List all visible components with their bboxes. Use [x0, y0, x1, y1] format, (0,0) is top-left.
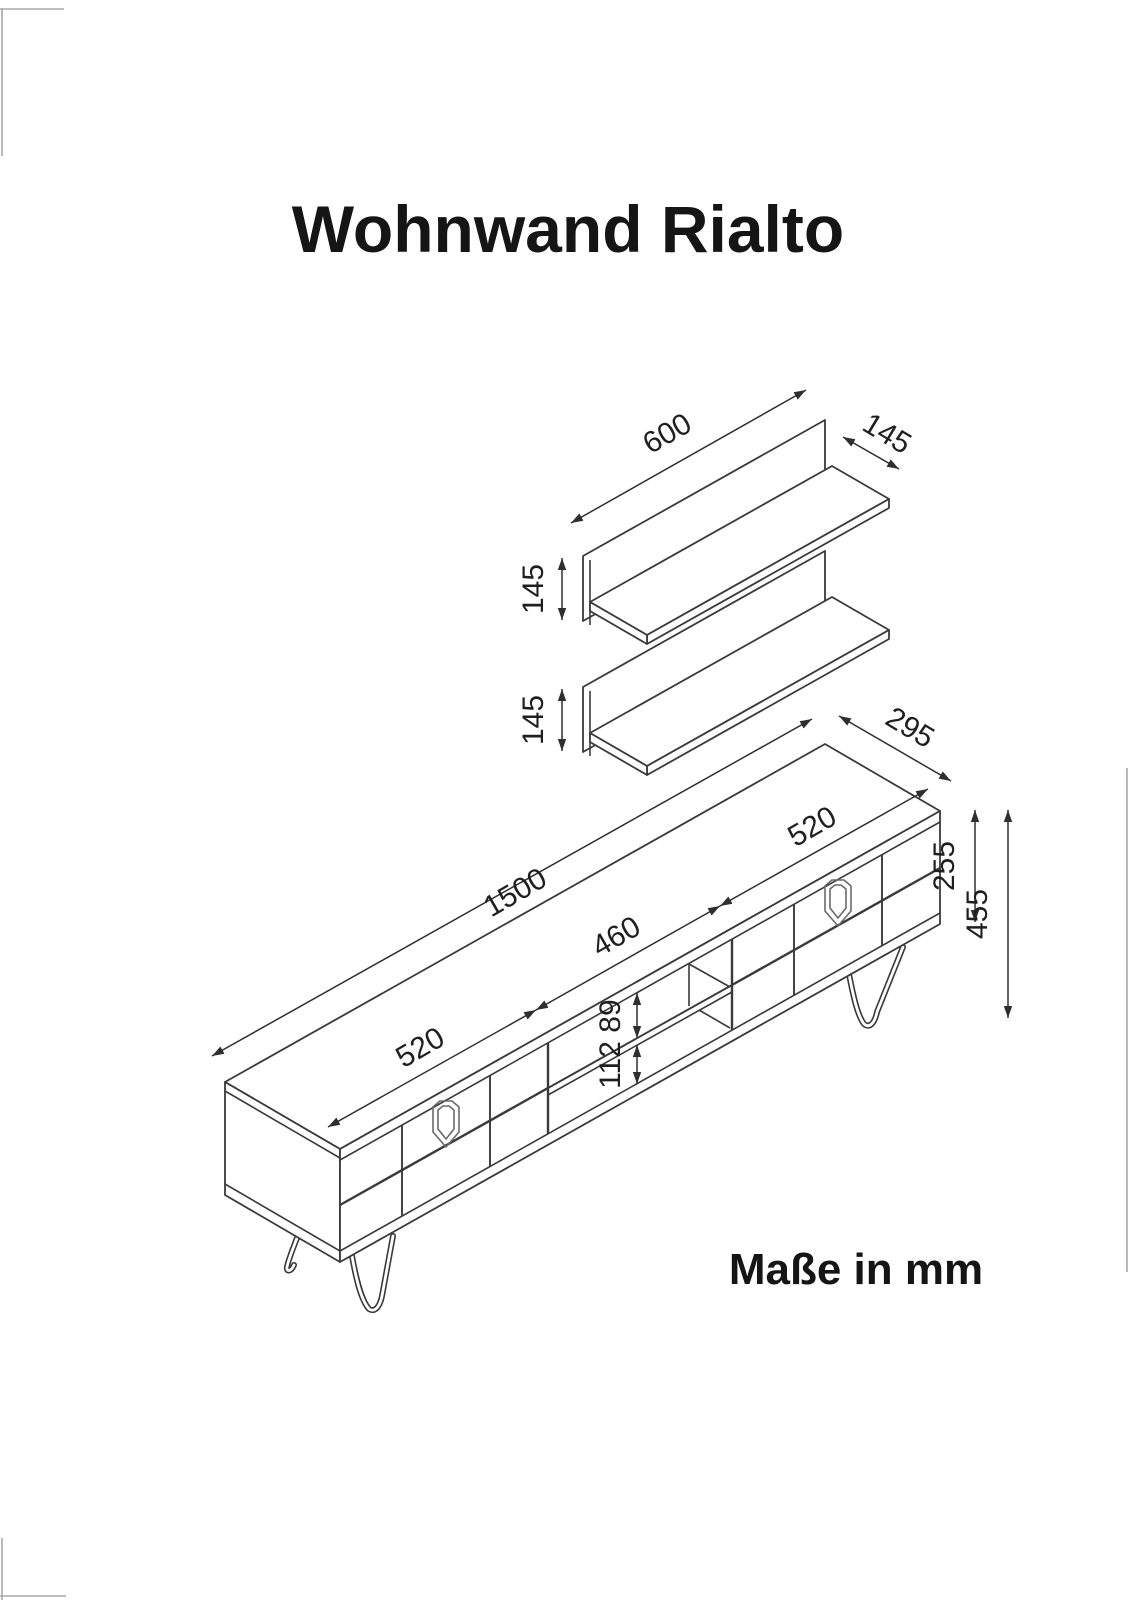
dim-shelf-length: 600 [637, 407, 697, 461]
scan-artifacts [0, 8, 1128, 1600]
dim-total-height: 455 [961, 889, 994, 939]
units-note: Maße in mm [729, 1245, 983, 1294]
dim-shelf-upper-height: 145 [517, 564, 550, 614]
dim-open-lower-height: 112 [594, 1041, 627, 1089]
dim-carcass-height: 255 [928, 841, 961, 891]
dim-board-depth: 295 [880, 701, 940, 755]
hairpin-leg-back-left [283, 1235, 300, 1274]
dim-open-upper-height: 89 [594, 999, 627, 1032]
dim-shelf-depth: 145 [857, 407, 917, 461]
drawing-title: Wohnwand Rialto [292, 192, 844, 266]
dim-shelf-lower-height: 145 [517, 695, 550, 745]
hairpin-leg-front-left [349, 1233, 396, 1314]
hairpin-leg-front-right [846, 944, 906, 1029]
